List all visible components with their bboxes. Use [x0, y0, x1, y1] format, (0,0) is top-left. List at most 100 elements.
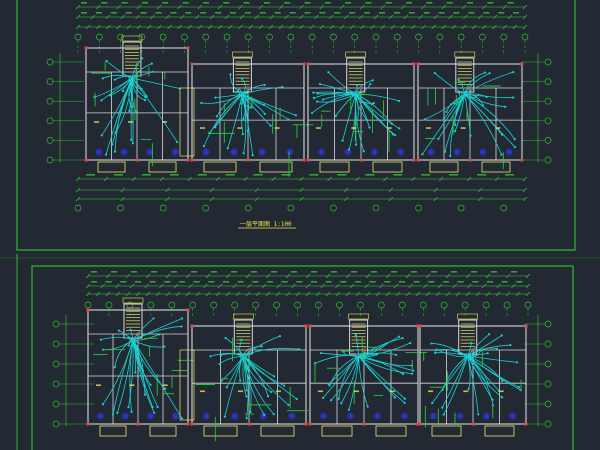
room-label — [426, 127, 431, 129]
wiring-run — [431, 343, 468, 357]
outlet-point — [469, 134, 472, 137]
outlet-point — [104, 153, 108, 156]
dimension-tick — [431, 24, 436, 30]
light-fixture — [453, 148, 461, 156]
structural-column — [246, 86, 250, 90]
light-fixture — [121, 148, 128, 156]
outlet-point — [458, 91, 461, 95]
dimension-tick — [525, 273, 531, 279]
balcony — [429, 161, 459, 173]
outlet-point — [403, 397, 407, 400]
apartment-unit — [190, 313, 309, 442]
dimension-text — [284, 2, 291, 4]
wiring-run — [114, 75, 133, 81]
structural-column — [190, 422, 194, 426]
dimension-tick — [187, 24, 192, 30]
wiring-run — [316, 93, 356, 103]
wiring-run — [358, 342, 411, 357]
dimension-tick — [255, 291, 261, 297]
dimension-tick — [120, 187, 125, 193]
outlet-point — [495, 347, 499, 350]
axis-bubble-right — [544, 97, 552, 105]
room-label — [316, 127, 321, 129]
dimension-text — [337, 174, 347, 176]
dimension-tick — [177, 4, 182, 10]
structural-column — [416, 422, 420, 426]
dimension-tick — [254, 187, 260, 193]
dimension-tick — [475, 291, 481, 297]
floor-plan — [86, 297, 528, 442]
structural-column — [136, 422, 140, 426]
dimension-tick — [383, 176, 388, 182]
dimension-tick — [215, 291, 221, 297]
dimension-tick — [485, 291, 491, 297]
wiring-run — [110, 77, 133, 96]
axis-bubble — [159, 33, 167, 41]
dimension-tick — [465, 273, 471, 279]
dimension-tick — [437, 283, 443, 289]
dimension-tick — [209, 196, 215, 202]
wiring-run — [100, 336, 134, 341]
room-label — [354, 390, 359, 393]
axis-bubble — [252, 301, 259, 309]
outlet-point — [442, 413, 445, 416]
outlet-point — [347, 408, 351, 411]
structural-column — [362, 348, 366, 352]
dimension-text — [349, 12, 356, 14]
axis-bubble-bottom — [159, 204, 167, 212]
wiring-run — [358, 343, 388, 357]
dimension-tick — [441, 24, 446, 30]
dimension-tick — [85, 273, 91, 279]
dimension-text — [170, 12, 177, 14]
structural-column — [306, 62, 310, 66]
dimension-tick — [438, 176, 444, 182]
dimension-tick — [482, 24, 487, 30]
axis-bubble — [117, 33, 124, 41]
dimension-tick — [418, 14, 423, 20]
wiring-run — [219, 355, 244, 365]
structural-column — [306, 158, 310, 162]
dimension-text — [505, 174, 515, 176]
outlet-point — [226, 147, 229, 150]
wiring-run — [203, 93, 243, 147]
room-label — [274, 127, 280, 129]
dimension-text — [125, 12, 132, 14]
outlet-point — [504, 105, 507, 108]
outlet-point — [334, 114, 337, 117]
dimension-text — [498, 12, 505, 14]
dimension-tick — [299, 196, 304, 202]
dimension-tick — [496, 283, 501, 289]
axis-bubble-left — [52, 360, 60, 368]
outlet-point — [281, 85, 284, 89]
balcony — [321, 425, 353, 437]
axis-bubble-bottom — [74, 204, 82, 212]
outlet-point — [362, 150, 365, 153]
stair-label-box — [233, 313, 254, 320]
outlet-point — [318, 82, 322, 86]
light-fixture — [172, 412, 179, 420]
dimension-tick — [463, 14, 468, 20]
dimension-text — [491, 271, 497, 273]
apartment-unit — [306, 51, 416, 173]
balcony — [148, 161, 177, 173]
dimension-tick — [175, 291, 181, 297]
dimension-text — [364, 12, 371, 14]
wiring-run — [355, 93, 400, 102]
axis-bubble — [419, 301, 427, 309]
wiring-run — [445, 93, 466, 112]
dimension-tick — [239, 14, 245, 20]
grid-axis-top — [74, 33, 529, 54]
dimension-tick — [85, 291, 91, 297]
stair-label-box — [121, 35, 143, 42]
outlet-point — [113, 150, 117, 153]
axis-bubble-bottom — [202, 204, 210, 212]
dimension-text — [193, 281, 200, 283]
outlet-point — [513, 145, 517, 149]
dimension-tick — [265, 273, 271, 279]
room-label — [237, 127, 243, 129]
dimension-text — [197, 174, 207, 176]
outlet-point — [99, 338, 102, 341]
dimension-tick — [135, 14, 140, 20]
light-fixture — [258, 148, 266, 156]
axis-bubble — [330, 33, 337, 41]
